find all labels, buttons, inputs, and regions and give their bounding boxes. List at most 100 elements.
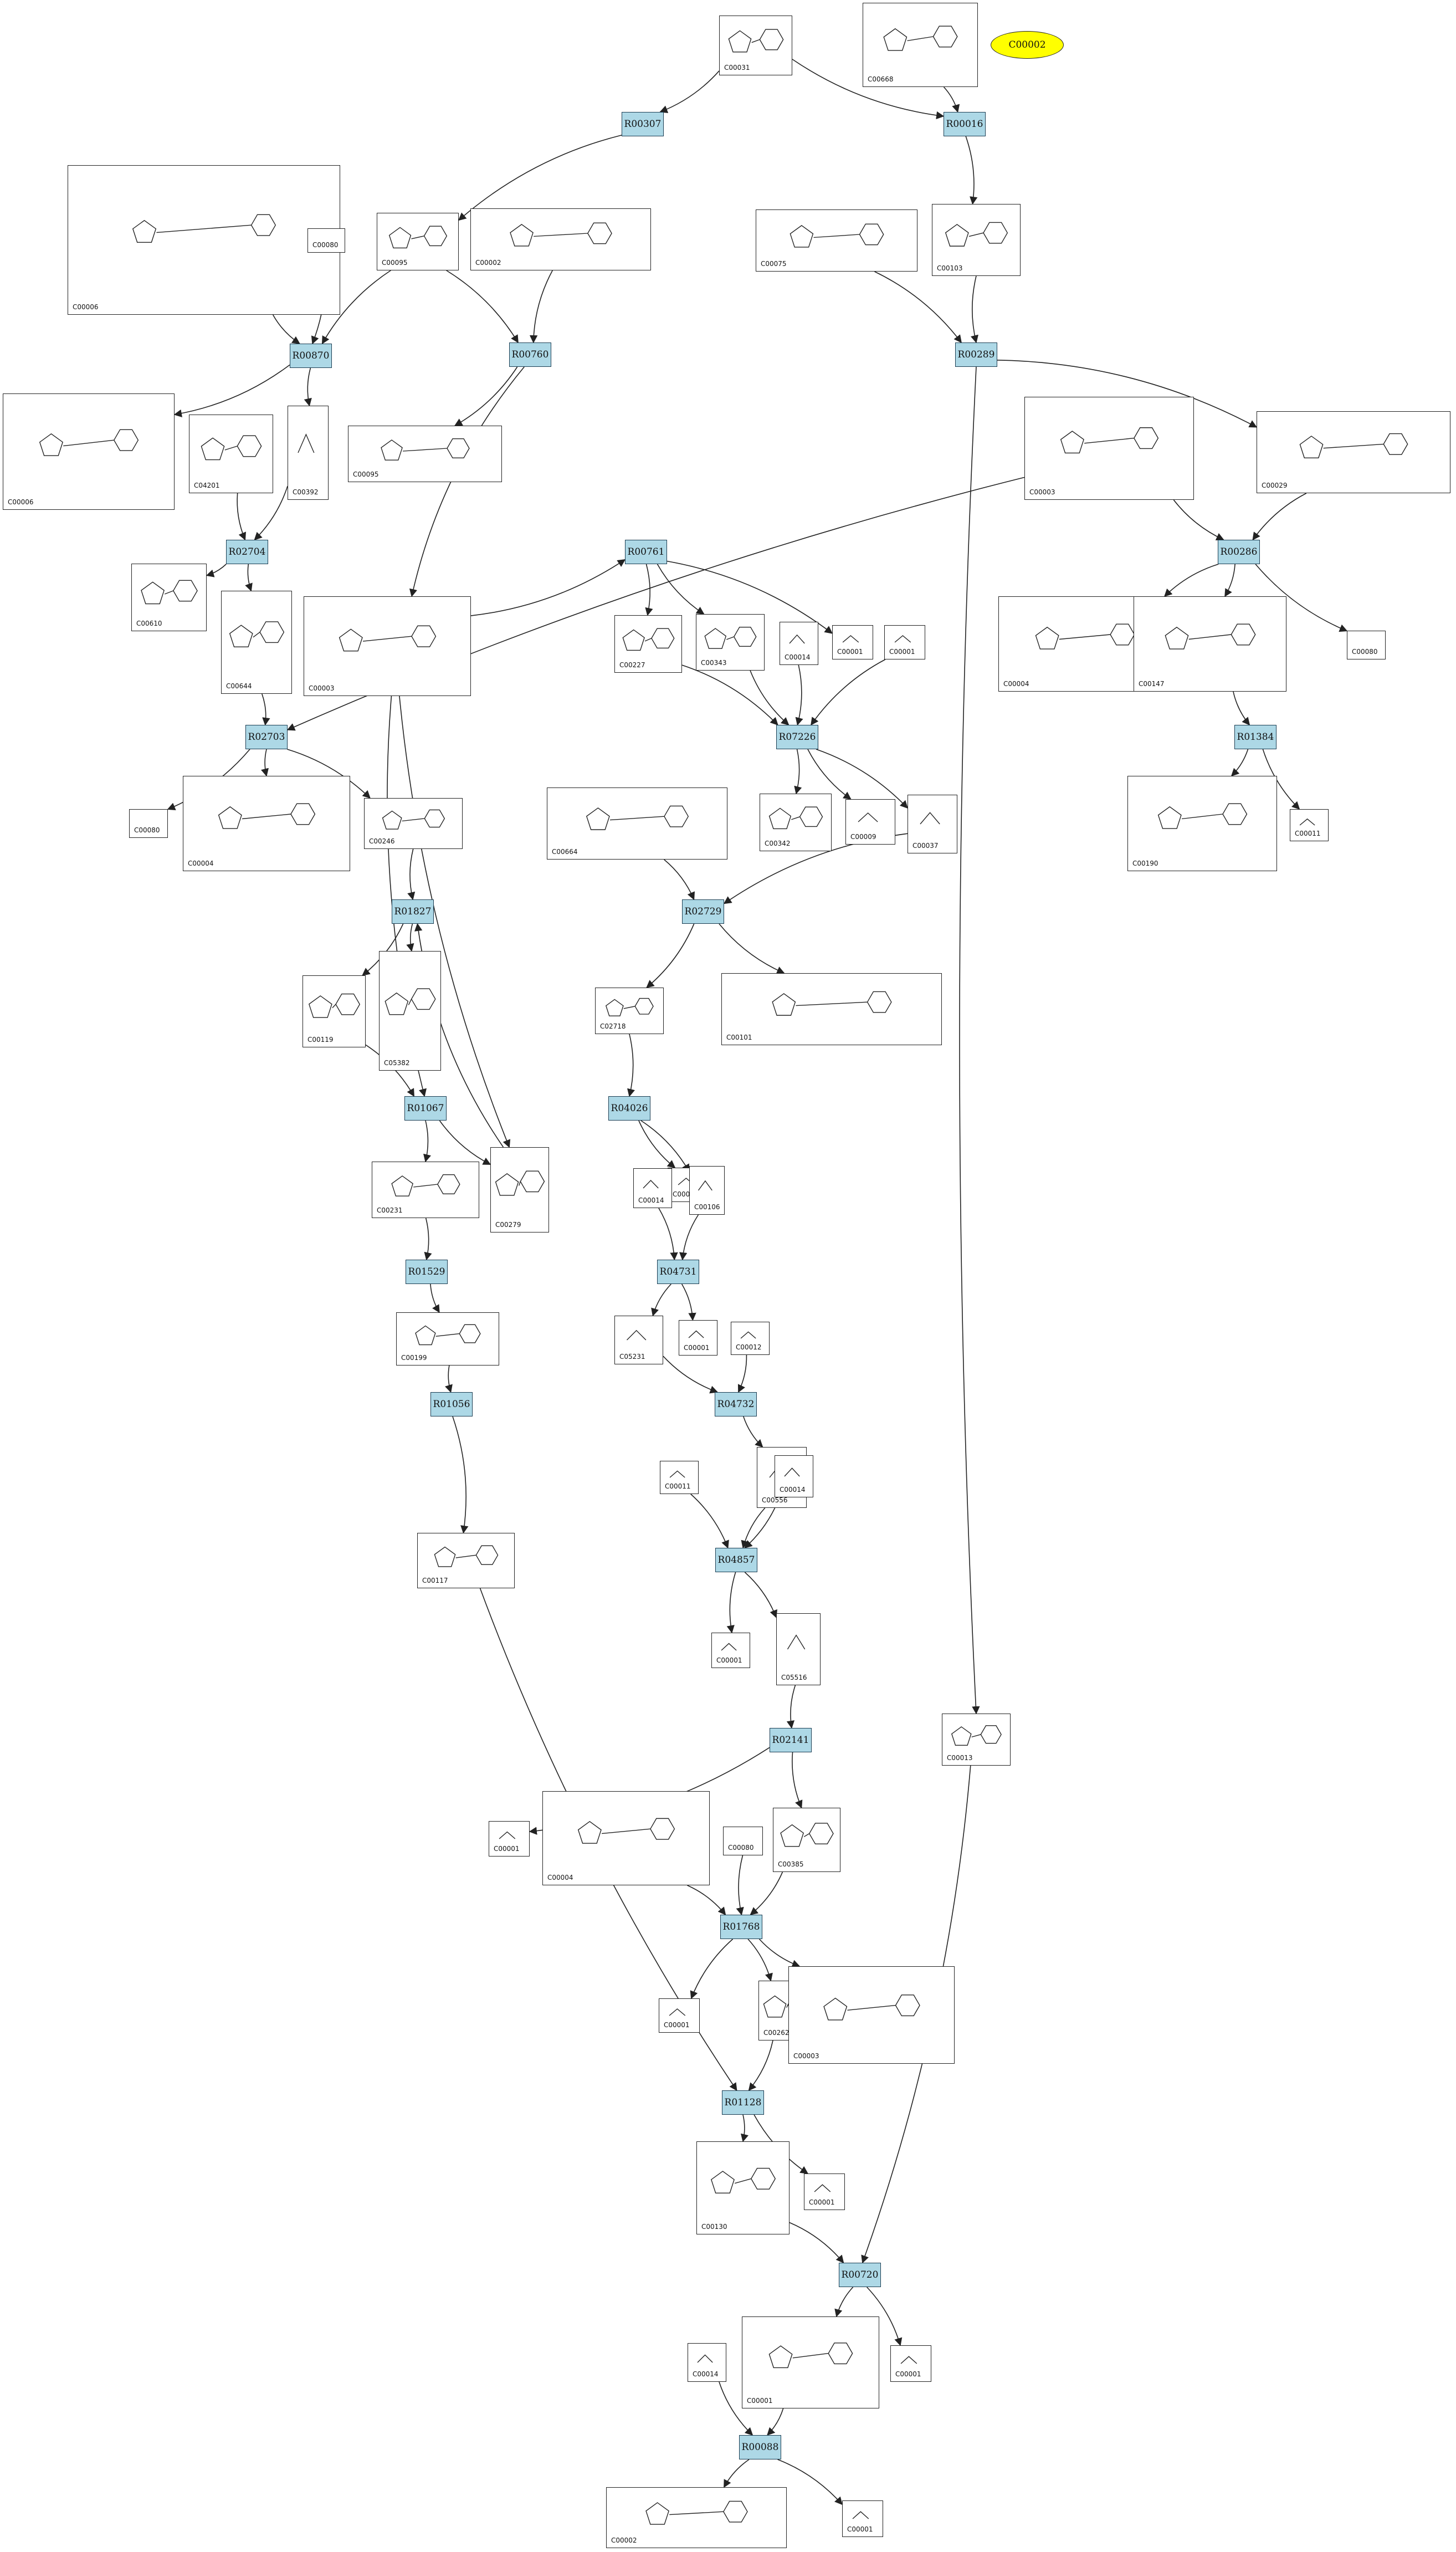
compound-node-c00001[interactable]: C00001 <box>842 2500 883 2537</box>
compound-node-c00011[interactable]: C00011 <box>660 1461 699 1494</box>
compound-node-c00080[interactable]: C00080 <box>129 809 168 838</box>
compound-node-c00080[interactable]: C00080 <box>307 228 345 253</box>
compound-node-c00003[interactable]: C00003 <box>788 1966 955 2064</box>
compound-node-c05516[interactable]: C05516 <box>776 1613 821 1685</box>
compound-node-c00003[interactable]: C00003 <box>304 596 471 696</box>
reaction-node-r01827[interactable]: R01827 <box>392 899 434 924</box>
reaction-node-r00286[interactable]: R00286 <box>1218 540 1260 564</box>
compound-node-c00095[interactable]: C00095 <box>377 213 459 270</box>
compound-node-c00001[interactable]: C00001 <box>832 625 873 659</box>
compound-node-c00003[interactable]: C00003 <box>1024 397 1194 500</box>
compound-node-c00610[interactable]: C00610 <box>131 564 207 631</box>
compound-node-c00644[interactable]: C00644 <box>221 591 292 694</box>
reaction-node-r02703[interactable]: R02703 <box>245 725 288 749</box>
compound-node-c00014[interactable]: C00014 <box>780 622 818 665</box>
compound-node-c00009[interactable]: C00009 <box>845 799 895 845</box>
compound-node-c00075[interactable]: C00075 <box>756 209 917 272</box>
reaction-node-r01384[interactable]: R01384 <box>1234 725 1276 749</box>
compound-node-c00342[interactable]: C00342 <box>760 794 832 851</box>
reaction-node-r04026[interactable]: R04026 <box>608 1096 650 1121</box>
compound-node-c00279[interactable]: C00279 <box>490 1147 549 1232</box>
reaction-node-r00289[interactable]: R00289 <box>955 342 997 367</box>
compound-id-label: C00014 <box>780 1486 806 1494</box>
reaction-node-r01529[interactable]: R01529 <box>406 1260 448 1284</box>
compound-node-c00130[interactable]: C00130 <box>696 2141 789 2234</box>
compound-node-c00001[interactable]: C00001 <box>804 2173 845 2210</box>
compound-node-c05382[interactable]: C05382 <box>379 951 441 1071</box>
reaction-node-r00760[interactable]: R00760 <box>509 342 551 367</box>
reaction-node-r00016[interactable]: R00016 <box>944 112 986 136</box>
compound-node-c00001[interactable]: C00001 <box>890 2345 931 2382</box>
compound-node-c00101[interactable]: C00101 <box>721 973 942 1045</box>
reaction-node-r01067[interactable]: R01067 <box>404 1096 447 1121</box>
structure-icon <box>339 625 437 652</box>
reaction-node-r02729[interactable]: R02729 <box>682 899 724 924</box>
reaction-node-r00761[interactable]: R00761 <box>625 540 667 564</box>
compound-node-c00011[interactable]: C00011 <box>1290 809 1329 841</box>
compound-node-c00001[interactable]: C00001 <box>884 625 925 659</box>
compound-node-c00117[interactable]: C00117 <box>417 1533 515 1588</box>
reaction-node-r02704[interactable]: R02704 <box>226 540 268 564</box>
compound-id-label: C00075 <box>761 260 787 268</box>
compound-id-label: C00002 <box>611 2536 637 2544</box>
compound-node-c00029[interactable]: C00029 <box>1257 411 1450 493</box>
reaction-node-r00307[interactable]: R00307 <box>622 112 664 136</box>
pathway-edge <box>452 1416 469 1534</box>
compound-node-c00095[interactable]: C00095 <box>348 426 502 482</box>
compound-node-c00006[interactable]: C00006 <box>3 393 175 510</box>
compound-node-c05231[interactable]: C05231 <box>614 1316 663 1364</box>
reaction-node-r01056[interactable]: R01056 <box>430 1392 473 1416</box>
reaction-node-r02141[interactable]: R02141 <box>770 1728 812 1752</box>
reaction-node-r00720[interactable]: R00720 <box>839 2263 881 2287</box>
structure-icon <box>39 429 139 456</box>
compound-node-c00103[interactable]: C00103 <box>932 204 1021 276</box>
compound-node-c02718[interactable]: C02718 <box>595 988 664 1034</box>
compound-node-c00006[interactable]: C00006 <box>68 165 340 315</box>
pathway-edge <box>758 1939 801 1968</box>
compound-node-c00014[interactable]: C00014 <box>688 2343 726 2382</box>
compound-node-c00013[interactable]: C00013 <box>942 1714 1011 1766</box>
compound-node-c00014[interactable]: C00014 <box>633 1168 672 1208</box>
reaction-node-r00088[interactable]: R00088 <box>739 2435 781 2459</box>
compound-node-c00392[interactable]: C00392 <box>288 406 329 500</box>
compound-node-c00001[interactable]: C00001 <box>659 1998 700 2033</box>
compound-id-label: C00246 <box>369 837 395 845</box>
compound-node-c00664[interactable]: C00664 <box>547 787 727 860</box>
reaction-node-r07226[interactable]: R07226 <box>776 725 818 749</box>
compound-node-c00012[interactable]: C00012 <box>731 1322 770 1355</box>
compound-node-c00227[interactable]: C00227 <box>614 615 682 673</box>
compound-node-c00119[interactable]: C00119 <box>303 975 366 1047</box>
compound-node-c00001[interactable]: C00001 <box>679 1320 717 1356</box>
compound-node-c04201[interactable]: C04201 <box>189 415 273 493</box>
compound-node-c00080[interactable]: C00080 <box>723 1827 763 1855</box>
reaction-node-r04857[interactable]: R04857 <box>715 1548 757 1572</box>
compound-node-c00080[interactable]: C00080 <box>1347 631 1386 659</box>
reaction-node-r01128[interactable]: R01128 <box>722 2090 764 2115</box>
compound-id-label: C00199 <box>401 1354 427 1362</box>
compound-node-c00343[interactable]: C00343 <box>696 614 765 671</box>
reaction-node-r01768[interactable]: R01768 <box>720 1915 762 1939</box>
compound-node-c00001[interactable]: C00001 <box>489 1821 530 1857</box>
compound-node-c00031[interactable]: C00031 <box>719 16 792 75</box>
compound-node-c00002[interactable]: C00002 <box>470 208 651 270</box>
compound-node-c00004[interactable]: C00004 <box>542 1791 710 1885</box>
compound-node-c00385[interactable]: C00385 <box>773 1808 840 1872</box>
compound-node-c00001[interactable]: C00001 <box>711 1633 750 1668</box>
compound-node-c00004[interactable]: C00004 <box>183 776 350 871</box>
compound-node-c00246[interactable]: C00246 <box>364 798 463 849</box>
reaction-node-r04731[interactable]: R04731 <box>657 1260 699 1284</box>
compound-node-c00231[interactable]: C00231 <box>372 1162 479 1218</box>
compound-node-c00002[interactable]: C00002 <box>606 2487 787 2548</box>
compound-node-c00199[interactable]: C00199 <box>396 1312 499 1366</box>
compound-node-c00147[interactable]: C00147 <box>1134 596 1286 692</box>
reaction-node-r00870[interactable]: R00870 <box>290 344 332 368</box>
pathway-edge <box>454 366 518 426</box>
compound-node-c00668[interactable]: C00668 <box>863 3 978 87</box>
compound-node-c00106[interactable]: C00106 <box>689 1166 725 1215</box>
compound-node-c00037[interactable]: C00037 <box>908 795 957 853</box>
structure-icon <box>842 635 859 643</box>
compound-node-c00014[interactable]: C00014 <box>775 1455 813 1497</box>
reaction-node-r04732[interactable]: R04732 <box>715 1392 757 1416</box>
compound-node-c00001[interactable]: C00001 <box>742 2316 879 2408</box>
compound-node-c00190[interactable]: C00190 <box>1127 776 1277 871</box>
